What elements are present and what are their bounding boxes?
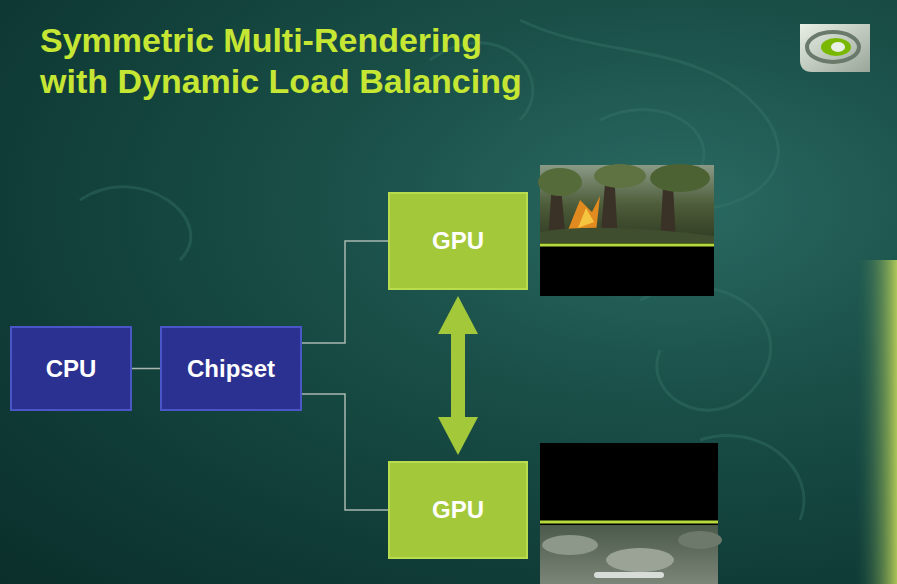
node-label: GPU: [432, 496, 484, 524]
edge-glow: [855, 260, 897, 584]
node-label: Chipset: [187, 355, 275, 383]
node-label: CPU: [46, 355, 97, 383]
chipset-box: Chipset: [160, 326, 302, 411]
bus-line: [302, 394, 388, 510]
bus-line: [302, 241, 388, 343]
screenshot-bottom: [540, 443, 722, 584]
node-label: GPU: [432, 227, 484, 255]
screenshot-top: [538, 164, 714, 296]
diagram-title: Symmetric Multi-Rendering with Dynamic L…: [40, 20, 524, 102]
bus-line: [132, 368, 160, 370]
cpu-box: CPU: [10, 326, 132, 411]
double-arrow: [451, 334, 465, 417]
gpu-box: GPU: [388, 461, 528, 559]
gpu-box: GPU: [388, 192, 528, 290]
nvidia-logo: [800, 24, 870, 72]
